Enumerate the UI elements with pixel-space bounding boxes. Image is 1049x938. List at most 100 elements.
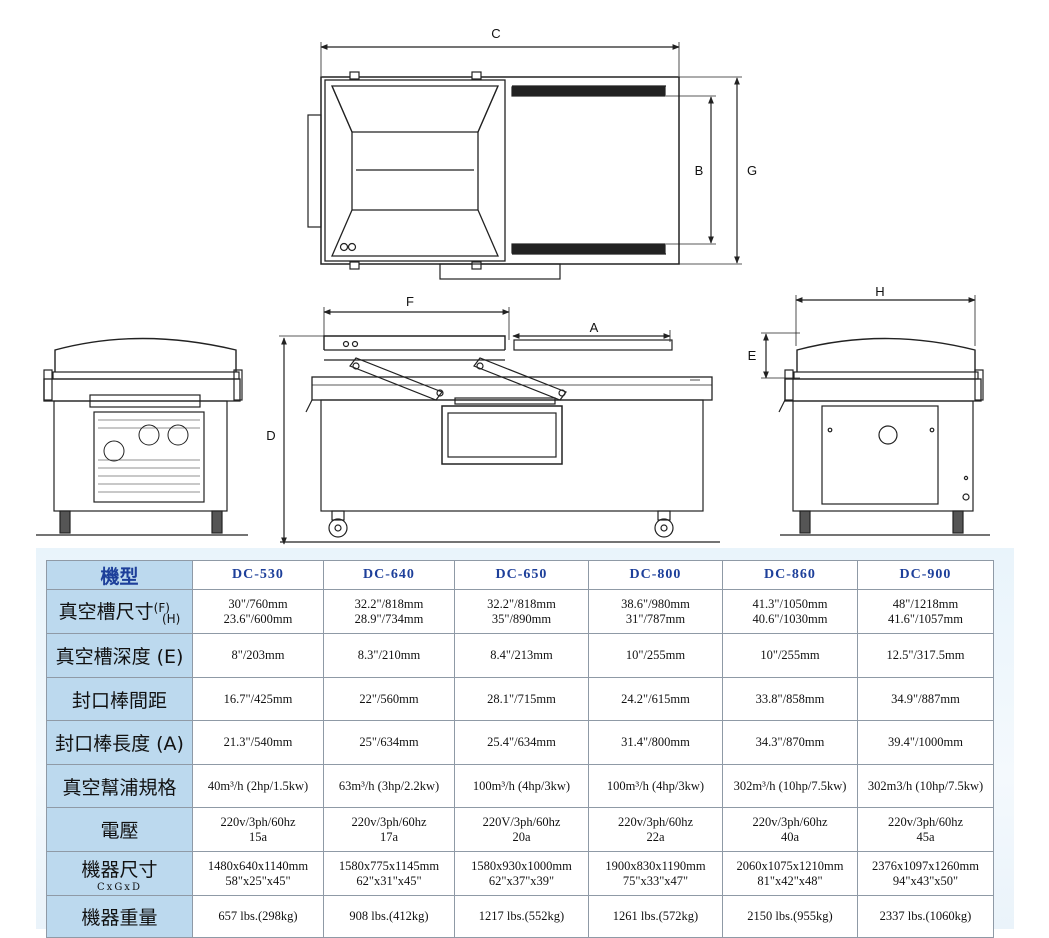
cell-line: 39.4"/1000mm [888,735,963,749]
cell-line: 2150 lbs.(955kg) [747,909,833,923]
cell-line: 1580x930x1000mm [471,858,572,873]
cell-vacuum-pump-dc-900: 302m3/h (10hp/7.5kw) [857,764,994,808]
row-label-text: 封口棒長度 (A) [55,733,184,755]
cell-line: 20a [512,829,531,844]
cell-line: 220v/3ph/60hz [351,814,427,829]
cell-line: 908 lbs.(412kg) [349,909,429,923]
cell-line: 25"/634mm [359,735,419,749]
row-label-text: 電壓 [100,820,139,842]
cell-line: 1217 lbs.(552kg) [478,909,565,923]
cell-line: 28.9"/734mm [354,611,424,626]
cell-line: 63m³/h (3hp/2.2kw) [338,778,440,793]
row-label-sup: (F) [153,601,170,615]
cell-line: 220v/3ph/60hz [888,814,963,829]
cell-line: 75"x33"x47" [622,873,689,888]
dim-label-a: A [590,320,599,335]
cell-vacuum-pump-dc-530: 40m³/h (2hp/1.5kw) [192,764,324,808]
cell-line: 40.6"/1030mm [752,611,828,626]
cell-line: 2060x1075x1210mm [736,858,844,873]
cell-line: 48"/1218mm [892,596,959,611]
model-header-dc-650: DC-650 [454,560,589,590]
table-row: 封口棒長度 (A) 21.3"/540mm 25"/634mm 25.4"/634mm… [46,720,994,765]
cell-line: 17a [379,829,399,844]
cell-line: 220v/3ph/60hz [220,814,296,829]
technical-drawing: C B G [36,26,990,545]
cell-line: 34.9"/887mm [891,691,960,706]
cell-line: 220V/3ph/60hz [482,814,561,829]
cell-vacuum-pump-dc-860: 302m³/h (10hp/7.5kw) [722,764,858,808]
cell-seal-bar-distance-dc-640: 22"/560mm [323,677,455,721]
cell-line: 1900x830x1190mm [605,858,706,873]
cell-vacuum-pump-dc-800: 100m³/h (4hp/3kw) [588,764,723,808]
cell-line: 100m³/h (4hp/3kw) [472,778,571,793]
cell-line: 1261 lbs.(572kg) [612,909,699,923]
cell-line: 30"/760mm [228,596,288,611]
cell-machine-weight-dc-800: 1261 lbs.(572kg) [588,895,723,938]
cell-line: 32.2"/818mm [354,596,424,611]
cell-line: 25.4"/634mm [487,735,556,749]
model-header-dc-640: DC-640 [323,560,455,590]
cell-line: 15a [248,829,268,844]
cell-line: 2376x1097x1260mm [872,858,979,873]
cell-chamber-depth-dc-650: 8.4"/213mm [454,633,589,678]
cell-line: 94"x43"x50" [892,873,959,888]
side-view-right [761,295,990,536]
cell-line: 1480x640x1140mm [207,858,309,873]
cell-line: 302m³/h (10hp/7.5kw) [733,778,847,793]
row-label-text: 機器重量 [81,907,158,929]
dim-label-g: G [747,163,757,178]
cell-line: 21.3"/540mm [223,735,293,749]
row-label-text: 機器尺寸 [81,858,158,881]
cell-line: 31.4"/800mm [621,735,690,749]
cell-machine-weight-dc-900: 2337 lbs.(1060kg) [857,895,994,938]
row-label-text: 真空幫浦規格 [62,776,177,799]
cell-line: 8.4"/213mm [490,648,553,662]
row-label-seal-bar-length: 封口棒長度 (A) [46,720,193,765]
table-row: 真空幫浦規格 40m³/h (2hp/1.5kw) 63m³/h (3hp/2.2k… [46,764,994,808]
cell-machine-weight-dc-640: 908 lbs.(412kg) [323,895,455,938]
cell-seal-bar-distance-dc-650: 28.1"/715mm [454,677,589,721]
cell-chamber-depth-dc-900: 12.5"/317.5mm [857,633,994,678]
cell-line: 220v/3ph/60hz [618,814,693,829]
side-view-left [36,337,248,536]
row-label-seal-bar-distance: 封口棒間距 [46,677,193,721]
cell-line: 40m³/h (2hp/1.5kw) [207,778,309,793]
cell-seal-bar-distance-dc-900: 34.9"/887mm [857,677,994,721]
cell-seal-bar-distance-dc-860: 33.8"/858mm [722,677,858,721]
cell-line: 41.3"/1050mm [752,596,828,611]
row-label-sub: (H) [161,612,181,626]
model-header-dc-530: DC-530 [192,560,324,590]
cell-seal-bar-distance-dc-530: 16.7"/425mm [192,677,324,721]
cell-line: 8.3"/210mm [357,648,421,662]
cell-line: 31"/787mm [625,611,686,626]
dim-label-b: B [695,163,704,178]
dim-label-c: C [491,26,500,41]
row-label-text: 真空槽尺寸 [58,601,154,623]
dim-label-f: F [406,294,414,309]
cell-line: 302m3/h (10hp/7.5kw) [867,778,984,793]
cell-line: 40a [780,829,800,844]
cell-line: 33.8"/858mm [755,691,825,706]
row-label-machine-weight: 機器重量 [46,895,193,938]
cell-chamber-depth-dc-640: 8.3"/210mm [323,633,455,678]
cell-line: 16.7"/425mm [223,691,293,706]
dim-label-d: D [266,428,275,443]
cell-line: 35"/890mm [491,611,552,626]
